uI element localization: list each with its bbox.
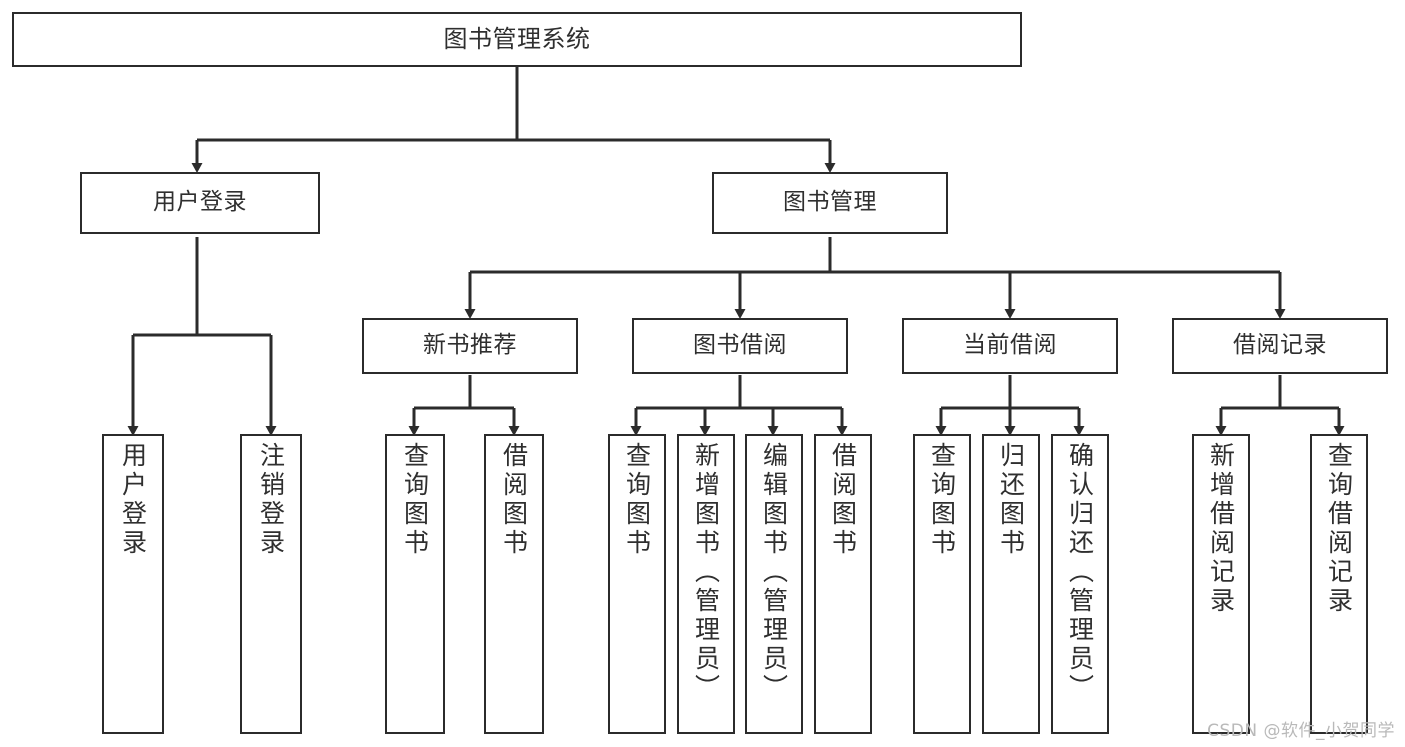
node-label: 新增借阅记录 [1206,442,1236,616]
node-new-book-recommend[interactable]: 新书推荐 [362,318,578,374]
leaf-borrow-book[interactable]: 借阅图书 [814,434,872,734]
node-label: 图书管理系统 [443,25,591,54]
node-label: 用户登录 [118,442,148,558]
node-label: 借阅记录 [1233,332,1327,359]
leaf-borrow-book-recommend[interactable]: 借阅图书 [484,434,544,734]
leaf-query-book-recommend[interactable]: 查询图书 [385,434,445,734]
leaf-add-borrow-record[interactable]: 新增借阅记录 [1192,434,1250,734]
node-label: 确认归还（管理员） [1065,442,1095,703]
node-book-manage[interactable]: 图书管理 [712,172,948,234]
node-label: 当前借阅 [963,332,1057,359]
node-label: 归还图书 [996,442,1026,558]
node-current-borrow[interactable]: 当前借阅 [902,318,1118,374]
node-root-book-management-system[interactable]: 图书管理系统 [12,12,1022,67]
node-label: 新增图书（管理员） [691,442,721,703]
node-label: 查询图书 [400,442,430,558]
leaf-user-logout[interactable]: 注销登录 [240,434,302,734]
node-label: 查询图书 [622,442,652,558]
leaf-query-book-current[interactable]: 查询图书 [913,434,971,734]
node-label: 新书推荐 [423,332,517,359]
node-label: 用户登录 [153,189,247,216]
leaf-query-borrow-record[interactable]: 查询借阅记录 [1310,434,1368,734]
node-label: 图书借阅 [693,332,787,359]
leaf-return-book[interactable]: 归还图书 [982,434,1040,734]
node-user-login[interactable]: 用户登录 [80,172,320,234]
leaf-edit-book[interactable]: 编辑图书（管理员） [745,434,803,734]
node-label: 借阅图书 [499,442,529,558]
watermark: CSDN @软件_小贺同学 [1207,721,1395,741]
node-label: 图书管理 [783,189,877,216]
node-label: 编辑图书（管理员） [759,442,789,703]
node-label: 查询借阅记录 [1324,442,1354,616]
node-book-borrow[interactable]: 图书借阅 [632,318,848,374]
node-label: 查询图书 [927,442,957,558]
node-label: 借阅图书 [828,442,858,558]
leaf-confirm-return[interactable]: 确认归还（管理员） [1051,434,1109,734]
node-borrow-record[interactable]: 借阅记录 [1172,318,1388,374]
node-label: 注销登录 [256,442,286,558]
leaf-add-book[interactable]: 新增图书（管理员） [677,434,735,734]
leaf-user-login[interactable]: 用户登录 [102,434,164,734]
leaf-query-book-borrow[interactable]: 查询图书 [608,434,666,734]
